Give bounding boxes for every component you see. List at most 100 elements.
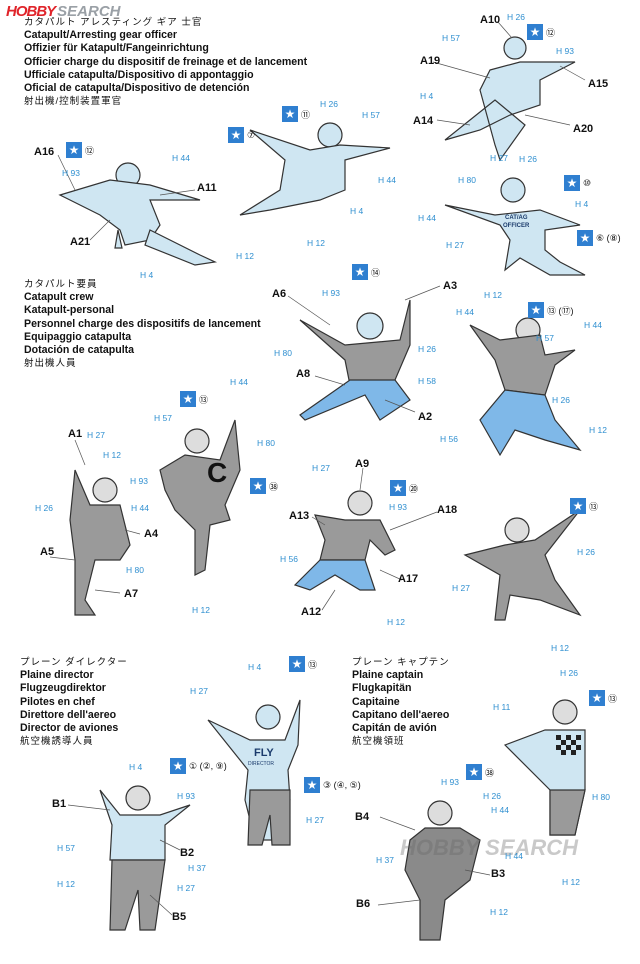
paint-ref: H 12: [192, 605, 210, 615]
part-label: A7: [124, 588, 139, 600]
paint-ref: H 93: [130, 476, 148, 486]
paint-ref: H 44: [584, 320, 602, 330]
paint-ref: H 57: [362, 110, 380, 120]
figure-officer-a16: [58, 162, 218, 266]
paint-ref: H 4: [420, 91, 434, 101]
part-star-callout: ★③ (④, ⑤): [304, 777, 361, 793]
part-label: A19: [420, 55, 441, 67]
paint-ref: H 80: [257, 438, 275, 448]
paint-ref: H 12: [562, 877, 580, 887]
part-label: A20: [573, 123, 594, 135]
part-star-callout: ★① (②, ⑨): [170, 758, 227, 774]
paint-ref: H 57: [442, 33, 460, 43]
paint-ref: H 26: [519, 154, 537, 164]
part-star-callout: ★⑪: [282, 106, 310, 122]
part-label: B2: [180, 847, 195, 859]
figure-crew-a3-right: [469, 317, 582, 457]
part-star-callout: ★㊳: [250, 478, 278, 494]
part-label: A8: [296, 368, 311, 380]
part-label: B5: [172, 911, 187, 923]
paint-ref: H 44: [131, 503, 149, 513]
paint-ref: H 4: [350, 206, 364, 216]
part-star-callout: ★⑥ (⑧): [577, 230, 621, 246]
paint-ref: H 4: [575, 199, 589, 209]
part-label: A16: [34, 146, 55, 158]
part-label: B4: [355, 811, 370, 823]
hobby-search-logo: HOBBY SEARCH: [6, 3, 121, 20]
section-director-header: プレーン ダイレクター Plaine director Flugzeugdire…: [20, 657, 128, 748]
paint-ref: H 44: [456, 307, 474, 317]
checkered-vest: [556, 735, 581, 755]
paint-ref: H 44: [505, 851, 523, 861]
figure-crew-right-low: [463, 509, 582, 621]
paint-ref: H 27: [306, 815, 324, 825]
paint-ref: H 57: [536, 333, 554, 343]
part-label: A17: [398, 573, 419, 585]
fly-vest-text: FLY: [254, 747, 274, 759]
part-star-callout: ★⑬: [289, 656, 317, 672]
paint-ref: H 12: [551, 643, 569, 653]
part-star-callout: ★⑬ (⑰): [528, 302, 574, 318]
paint-ref: H 56: [280, 554, 298, 564]
paint-ref: H 80: [592, 792, 610, 802]
paint-ref: H 93: [322, 288, 340, 298]
paint-ref: H 26: [552, 395, 570, 405]
part-label: A14: [413, 115, 434, 127]
paint-ref: H 27: [190, 686, 208, 696]
leader-lines: [49, 21, 586, 916]
paint-ref: H 26: [507, 12, 525, 22]
paint-ref: H 12: [387, 617, 405, 627]
paint-ref: H 26: [35, 503, 53, 513]
part-star-callout: ★⑫: [66, 142, 94, 158]
part-star-callout: ★⑫: [527, 24, 555, 40]
paint-ref: H 12: [103, 450, 121, 460]
section-officer-header: カタパルト アレスティング ギア 士官 Catapult/Arresting g…: [24, 17, 308, 108]
part-star-callout: ★⑬: [570, 498, 598, 514]
paint-ref: H 26: [418, 344, 436, 354]
paint-ref: H 80: [458, 175, 476, 185]
part-label: A12: [301, 606, 322, 618]
cat-ag-vest-text: CAT/AG: [505, 215, 528, 221]
figure-crew-a1: [69, 469, 131, 616]
figure-officer-cat-ag: [444, 177, 586, 276]
part-star-callout: ★⑦: [228, 127, 255, 143]
part-label: A2: [418, 411, 433, 423]
part-label: A9: [355, 458, 370, 470]
part-star-callout: ★⑳: [390, 480, 418, 496]
part-label: A1: [68, 428, 83, 440]
paint-ref: H 93: [62, 168, 80, 178]
part-label: A4: [144, 528, 159, 540]
paint-ref: H 80: [126, 565, 144, 575]
part-label: A21: [70, 236, 91, 248]
part-label: A3: [443, 280, 458, 292]
part-label: A6: [272, 288, 287, 300]
figure-crew-c: [159, 419, 241, 576]
logo-hobby: HOBBY: [6, 3, 56, 20]
paint-ref: H 12: [484, 290, 502, 300]
figure-officer-fly: [239, 122, 391, 216]
figure-crew-a9: [293, 490, 396, 591]
figure-director-fly: [207, 699, 301, 846]
figure-crew-a6: [299, 299, 411, 421]
paint-ref: H 44: [172, 153, 190, 163]
paint-ref: H 57: [57, 843, 75, 853]
section-captain-header: プレーン キャプテン Plaine captain Flugkapitän Ca…: [352, 657, 450, 748]
paint-ref: H 12: [307, 238, 325, 248]
figure-captain-checkered: [503, 699, 586, 836]
part-label: B1: [52, 798, 67, 810]
paint-ref: H 37: [188, 863, 206, 873]
paint-ref: H 27: [452, 583, 470, 593]
paint-ref: H 12: [57, 879, 75, 889]
paint-ref: H 93: [556, 46, 574, 56]
paint-ref: H 93: [441, 777, 459, 787]
paint-ref: H 4: [129, 762, 143, 772]
part-label: A13: [289, 510, 310, 522]
paint-ref: H 26: [577, 547, 595, 557]
part-label: A11: [197, 182, 217, 194]
paint-ref: H 27: [490, 153, 508, 163]
paint-ref: H 12: [490, 907, 508, 917]
paint-ref: H 57: [154, 413, 172, 423]
paint-ref: H 27: [87, 430, 105, 440]
